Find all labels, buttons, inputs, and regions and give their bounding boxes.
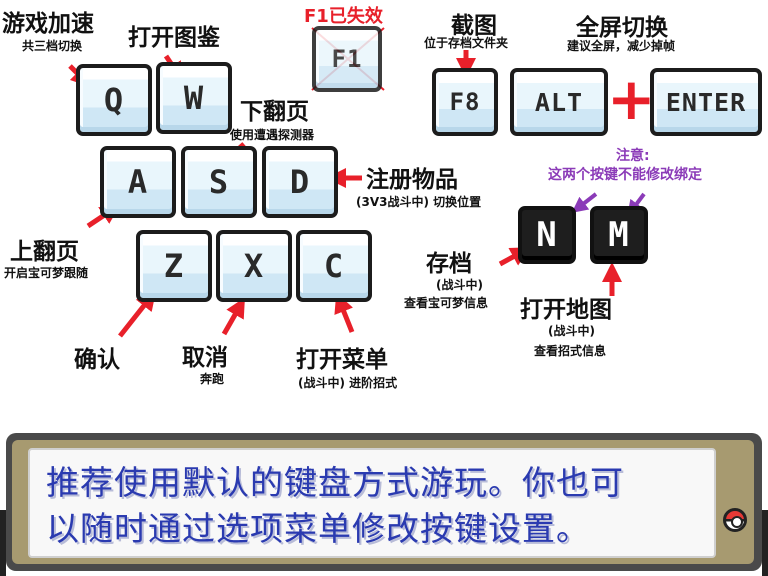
register-item-subtitle: (3V3战斗中) 切换位置	[356, 195, 482, 209]
arrow-c	[334, 292, 355, 333]
key-s[interactable]: S	[181, 146, 257, 218]
menu-subtitle: (战斗中) 进阶招式	[298, 376, 398, 390]
save-subtitle-2: 查看宝可梦信息	[404, 296, 489, 310]
map-subtitle-2: 查看招式信息	[534, 344, 607, 358]
confirm-title: 确认	[74, 347, 120, 373]
key-w[interactable]: W	[156, 62, 232, 134]
menu-title: 打开菜单	[296, 347, 388, 373]
page-down-subtitle: 使用遭遇探测器	[230, 128, 315, 142]
open-dex-label: 打开图鉴	[128, 25, 220, 51]
key-enter[interactable]: ENTER	[650, 68, 762, 136]
page-down-title: 下翻页	[240, 99, 309, 125]
screenshot-title: 截图	[451, 13, 497, 39]
key-n[interactable]: N	[518, 206, 576, 264]
cancel-title: 取消	[182, 345, 228, 371]
plus-icon: +	[607, 65, 656, 133]
note-subtitle: 这两个按键不能修改绑定	[548, 167, 702, 183]
save-subtitle-1: (战斗中)	[436, 278, 483, 292]
save-title: 存档	[426, 251, 472, 277]
key-z[interactable]: Z	[136, 230, 212, 302]
dialog-text-area	[28, 448, 716, 558]
f1-disabled-label: F1已失效	[304, 6, 383, 27]
key-c[interactable]: C	[296, 230, 372, 302]
key-f8[interactable]: F8	[432, 68, 498, 136]
key-q[interactable]: Q	[76, 64, 152, 136]
key-x[interactable]: X	[216, 230, 292, 302]
speed-title: 游戏加速	[2, 11, 94, 37]
screen-edge-right	[762, 510, 768, 576]
arrow-x	[221, 297, 245, 336]
register-item-title: 注册物品	[366, 167, 458, 193]
key-alt[interactable]: ALT	[510, 68, 608, 136]
cancel-subtitle: 奔跑	[200, 372, 225, 386]
key-d[interactable]: D	[262, 146, 338, 218]
pokeball-icon	[723, 508, 747, 532]
key-m[interactable]: M	[590, 206, 648, 264]
open-map-title: 打开地图	[520, 297, 612, 323]
key-a[interactable]: A	[100, 146, 176, 218]
dialog-line-1: 推荐使用默认的键盘方式游玩。你也可	[46, 463, 624, 502]
fullscreen-title: 全屏切换	[576, 15, 668, 41]
fullscreen-subtitle: 建议全屏，减少掉帧	[567, 39, 676, 53]
page-up-title: 上翻页	[10, 239, 79, 265]
note-title: 注意:	[616, 148, 650, 164]
speed-subtitle: 共三档切换	[22, 39, 83, 53]
screenshot-subtitle: 位于存档文件夹	[424, 36, 509, 50]
arrow-z	[118, 290, 157, 338]
page-up-subtitle: 开启宝可梦跟随	[4, 266, 89, 280]
key-f1: F1	[312, 26, 382, 92]
dialog-line-2: 以随时通过选项菜单修改按键设置。	[46, 509, 590, 548]
screen-edge-left	[0, 510, 6, 576]
map-subtitle-1: (战斗中)	[548, 324, 595, 338]
